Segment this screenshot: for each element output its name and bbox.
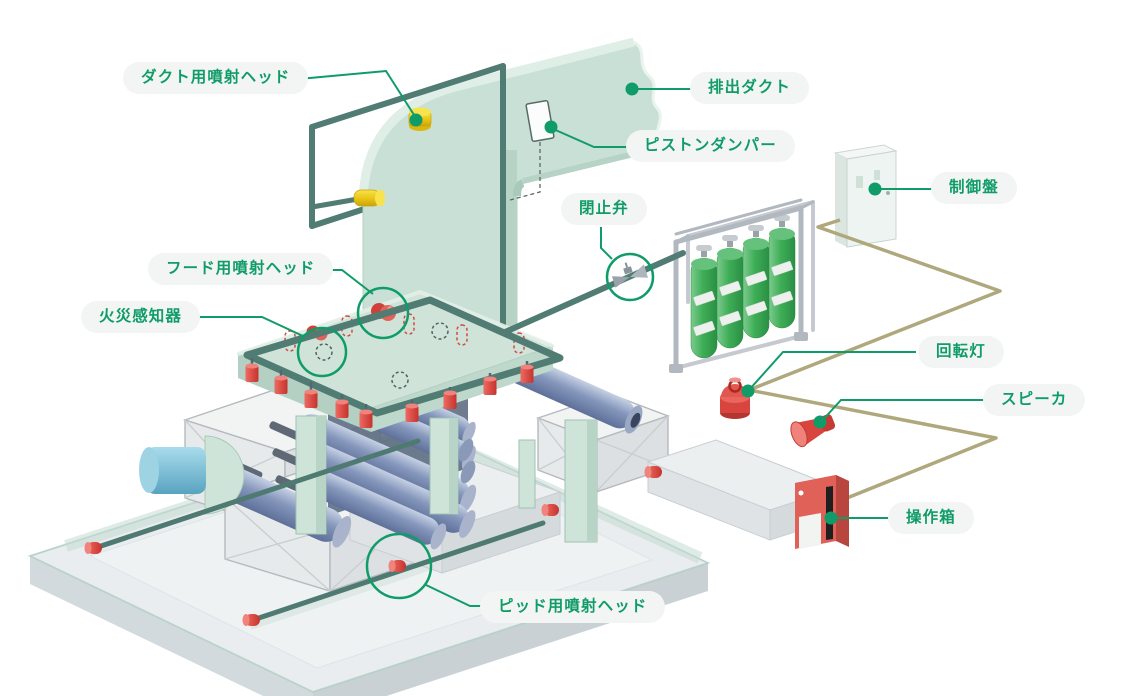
anchor-dot	[868, 182, 882, 196]
label-operation-box: 操作箱	[888, 502, 974, 534]
duct-spray-head-side	[353, 189, 385, 207]
gas-cylinders	[690, 215, 796, 359]
pit-spray-heads	[84, 466, 662, 626]
machine-motor	[139, 435, 245, 515]
label-pit-spray-head: ピッド用噴射ヘッド	[480, 591, 666, 623]
anchor-dot	[824, 511, 838, 525]
pit-spray-head	[644, 466, 662, 478]
speaker-horn	[790, 414, 836, 448]
exhaust-duct	[358, 37, 664, 349]
pit-spray-head	[84, 542, 102, 554]
fire-detectors	[245, 358, 534, 428]
signal-wiring	[747, 218, 1002, 500]
label-rotating-light: 回転灯	[918, 336, 1004, 368]
control-panel-cabinet	[833, 144, 898, 248]
gas-cylinder	[742, 225, 770, 339]
label-speaker: スピーカ	[983, 384, 1086, 416]
anchor-dot	[544, 120, 558, 134]
pit-spray-head	[388, 560, 406, 572]
label-fire-detector: 火災感知器	[81, 301, 201, 333]
highlight-fire-detector	[296, 326, 348, 378]
anchor-dot	[625, 82, 639, 96]
label-piston-damper: ピストンダンパー	[626, 130, 795, 162]
anchor-dot	[741, 384, 755, 398]
duct-pipe-loop	[309, 63, 506, 336]
anchor-dot	[813, 415, 827, 429]
supply-pipe	[500, 250, 686, 336]
label-exhaust-duct: 排出ダクト	[690, 72, 810, 104]
highlight-pit-head	[365, 532, 433, 600]
rotating-light	[720, 377, 750, 419]
shutoff-valve-body	[611, 262, 649, 288]
operation-box	[795, 475, 849, 549]
pit-spray-head	[242, 614, 260, 626]
gas-cylinder	[768, 215, 796, 329]
gas-cylinder	[690, 245, 718, 359]
label-shutoff-valve: 閉止弁	[561, 193, 647, 225]
highlight-circles	[296, 252, 655, 600]
pit-spray-head	[541, 504, 559, 516]
anchor-dot	[409, 113, 423, 127]
highlight-hood-head	[356, 286, 410, 340]
label-duct-spray-head: ダクト用噴射ヘッド	[123, 62, 309, 94]
gas-cylinder	[716, 235, 744, 349]
label-control-panel: 制御盤	[931, 172, 1017, 204]
leader-lines	[194, 69, 988, 607]
cylinder-rack-rear	[674, 200, 815, 370]
highlight-shutoff-valve	[605, 252, 655, 302]
label-hood-spray-head: フード用噴射ヘッド	[148, 253, 334, 285]
cylinder-rack	[669, 198, 815, 373]
hood-pipe-loop	[243, 296, 564, 417]
